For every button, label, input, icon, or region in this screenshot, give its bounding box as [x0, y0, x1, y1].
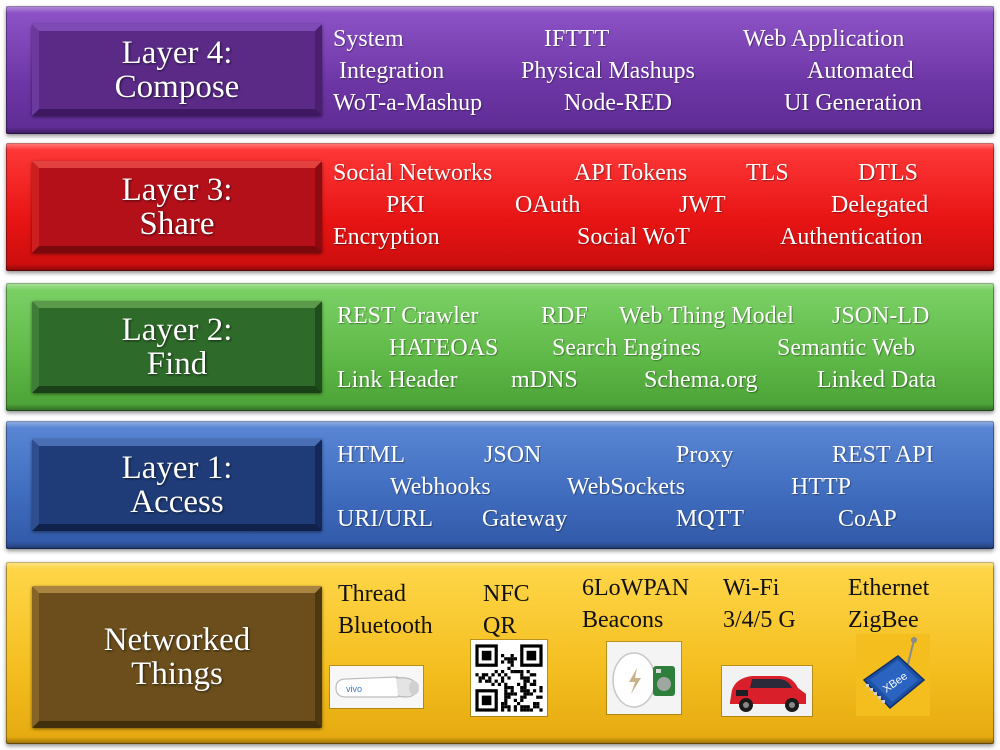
- layer-find-label-line2: Find: [146, 346, 208, 382]
- layer-access-label: Layer 1: Access: [32, 439, 322, 531]
- term-delegated: Delegated: [831, 192, 929, 218]
- term-rest-crawler: REST Crawler: [337, 303, 479, 329]
- term-web-application: Web Application: [743, 26, 905, 52]
- term-coap: CoAP: [838, 506, 897, 532]
- layer-compose-label: Layer 4: Compose: [32, 24, 322, 116]
- term-hateoas: HATEOAS: [389, 335, 499, 361]
- term-schema-org: Schema.org: [644, 367, 758, 393]
- layer-find-label: Layer 2: Find: [32, 301, 322, 393]
- term-mqtt: MQTT: [676, 506, 744, 532]
- layer-find-label-line1: Layer 2:: [121, 312, 233, 348]
- term-thread: Thread: [338, 581, 406, 607]
- beacon-device-icon: [607, 642, 681, 714]
- term-qr: QR: [483, 613, 517, 639]
- layer-things-label: Networked Things: [32, 586, 322, 728]
- term-dtls: DTLS: [858, 160, 918, 186]
- headset-brand-text: vivo: [346, 684, 362, 694]
- layer-share-label: Layer 3: Share: [32, 161, 322, 253]
- term-nfc: NFC: [483, 581, 530, 607]
- term-integration: Integration: [339, 58, 445, 84]
- term-jwt: JWT: [679, 192, 726, 218]
- term-system: System: [333, 26, 404, 52]
- term-automated: Automated: [807, 58, 914, 84]
- term-beacons: Beacons: [582, 607, 664, 633]
- layer-compose-band: Layer 4: Compose System IFTTT Web Applic…: [6, 6, 994, 134]
- layer-share-label-line2: Share: [139, 206, 215, 242]
- term-6lowpan: 6LoWPAN: [582, 575, 690, 601]
- term-tls: TLS: [746, 160, 789, 186]
- term-ui-generation: UI Generation: [784, 90, 922, 116]
- term-uri-url: URI/URL: [337, 506, 433, 532]
- layer-share-band: Layer 3: Share Social Networks API Token…: [6, 143, 994, 271]
- car-icon: [722, 666, 812, 716]
- layer-things-label-line1: Networked: [103, 622, 251, 658]
- term-http: HTTP: [791, 474, 851, 500]
- term-wi-fi: Wi-Fi: [723, 575, 780, 601]
- layer-things-band: Networked Things Thread Bluetooth NFC QR…: [6, 562, 994, 744]
- term-web-thing-model: Web Thing Model: [619, 303, 794, 329]
- qr-code-icon: [471, 640, 547, 716]
- term-html: HTML: [337, 442, 405, 468]
- term-link-header: Link Header: [337, 367, 458, 393]
- term-node-red: Node-RED: [564, 90, 672, 116]
- term-linked-data: Linked Data: [817, 367, 937, 393]
- term-api-tokens: API Tokens: [574, 160, 688, 186]
- bluetooth-headset-icon: vivo: [330, 666, 423, 708]
- term-encryption: Encryption: [333, 224, 440, 250]
- layer-access-band: Layer 1: Access HTML JSON Proxy REST API…: [6, 421, 994, 549]
- term-mdns: mDNS: [511, 367, 578, 393]
- term-rest-api: REST API: [832, 442, 934, 468]
- term-wot-a-mashup: WoT-a-Mashup: [333, 90, 483, 116]
- layer-compose-label-line2: Compose: [114, 69, 240, 105]
- term-pki: PKI: [386, 192, 425, 218]
- layer-things-label-line2: Things: [131, 656, 223, 692]
- term-gateway: Gateway: [482, 506, 568, 532]
- term-bluetooth: Bluetooth: [338, 613, 433, 639]
- term-json-ld: JSON-LD: [832, 303, 930, 329]
- term-social-networks: Social Networks: [333, 160, 493, 186]
- layer-access-label-line2: Access: [130, 484, 224, 520]
- term-ethernet: Ethernet: [848, 575, 930, 601]
- term-authentication: Authentication: [780, 224, 923, 250]
- term-social-wot: Social WoT: [577, 224, 690, 250]
- layer-access-label-line1: Layer 1:: [121, 450, 233, 486]
- term-physical-mashups: Physical Mashups: [521, 58, 695, 84]
- term-json: JSON: [484, 442, 542, 468]
- term-ifttt: IFTTT: [544, 26, 610, 52]
- term-semantic-web: Semantic Web: [777, 335, 916, 361]
- term-proxy: Proxy: [676, 442, 734, 468]
- term-webhooks: Webhooks: [390, 474, 491, 500]
- term-websockets: WebSockets: [567, 474, 686, 500]
- term-rdf: RDF: [541, 303, 588, 329]
- layer-compose-label-line1: Layer 4:: [121, 35, 233, 71]
- layer-find-band: Layer 2: Find REST Crawler RDF Web Thing…: [6, 283, 994, 411]
- term-3-4-5-g: 3/4/5 G: [723, 607, 796, 633]
- term-oauth: OAuth: [515, 192, 581, 218]
- term-search-engines: Search Engines: [552, 335, 701, 361]
- term-zigbee: ZigBee: [848, 607, 919, 633]
- layer-share-label-line1: Layer 3:: [121, 172, 233, 208]
- xbee-module-icon: XBee: [856, 634, 930, 716]
